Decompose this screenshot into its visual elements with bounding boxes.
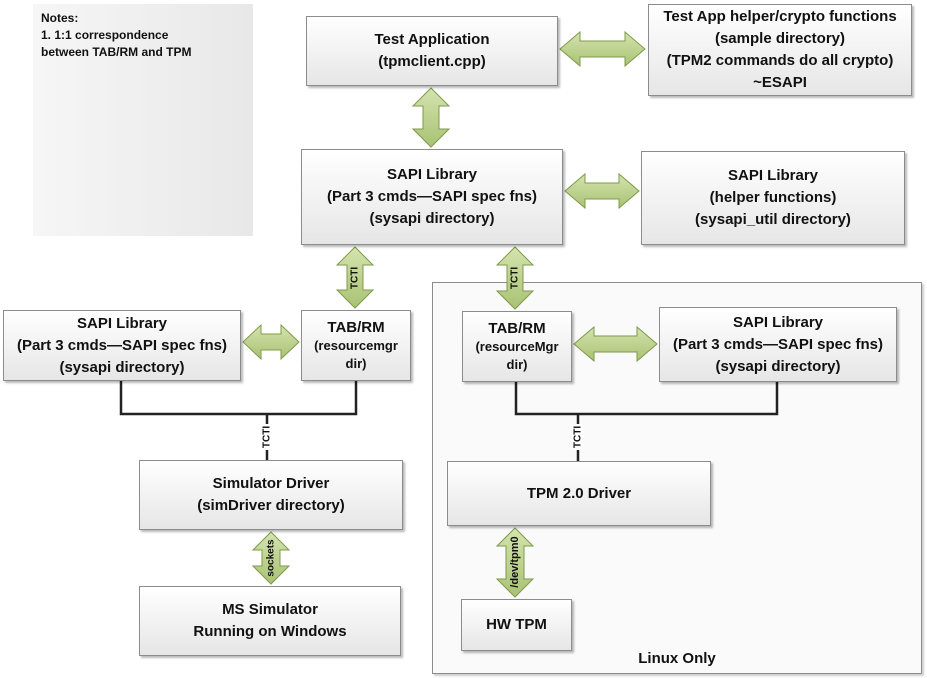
arrow-sapi-util	[564, 172, 640, 210]
hw-tpm-box: HW TPM	[461, 599, 572, 651]
arrow-tabrm-sapiright	[573, 325, 658, 363]
left-bus-line	[119, 381, 358, 460]
tpm-driver-box: TPM 2.0 Driver	[447, 461, 711, 526]
notes-panel: Notes: 1. 1:1 correspondence between TAB…	[33, 4, 253, 236]
arrow-tpmdriver-hwtpm	[495, 527, 535, 598]
notes-item-1: 1. 1:1 correspondence	[41, 28, 169, 42]
dev-tpm0-label: /dev/tpm0	[509, 536, 521, 587]
notes-title: Notes:	[41, 11, 79, 25]
lines-group	[119, 381, 779, 461]
tcti-label-right-upper: TCTI	[510, 267, 521, 289]
arrow-simdriver-mssim	[251, 531, 291, 585]
test-application-box: Test Application (tpmclient.cpp)	[306, 16, 558, 86]
arrow-testapp-helper	[559, 30, 646, 68]
helper-crypto-box: Test App helper/crypto functions (sample…	[648, 4, 912, 96]
tcti-label-left-bus: TCTI	[262, 426, 273, 448]
sapi-library-main-box: SAPI Library (Part 3 cmds—SAPI spec fns)…	[301, 149, 563, 245]
simulator-driver-box: Simulator Driver (simDriver directory)	[139, 460, 403, 530]
arrow-testapp-sapi	[411, 87, 451, 148]
ms-simulator-box: MS Simulator Running on Windows	[139, 586, 401, 656]
right-bus-line	[514, 382, 779, 461]
arrow-sapileft-tabrm	[242, 323, 300, 361]
arrow-sapi-tabrm-left	[335, 246, 375, 309]
linux-only-label: Linux Only	[638, 650, 716, 667]
sapi-library-util-box: SAPI Library (helper functions) (sysapi_…	[641, 151, 905, 245]
sapi-library-right-box: SAPI Library (Part 3 cmds—SAPI spec fns)…	[659, 307, 897, 382]
tab-rm-left-box: TAB/RM (resourcemgr dir)	[301, 310, 411, 381]
notes-item-1-cont: between TAB/RM and TPM	[41, 45, 192, 59]
tab-rm-right-box: TAB/RM (resourceMgr dir)	[462, 311, 572, 382]
arrow-sapi-tabrm-right	[495, 246, 535, 310]
arrows-group	[242, 30, 658, 598]
sockets-label: sockets	[266, 539, 277, 577]
tcti-label-right-bus: TCTI	[573, 426, 584, 448]
tcti-label-left-upper: TCTI	[350, 267, 361, 289]
sapi-library-left-box: SAPI Library (Part 3 cmds—SAPI spec fns)…	[3, 310, 241, 381]
